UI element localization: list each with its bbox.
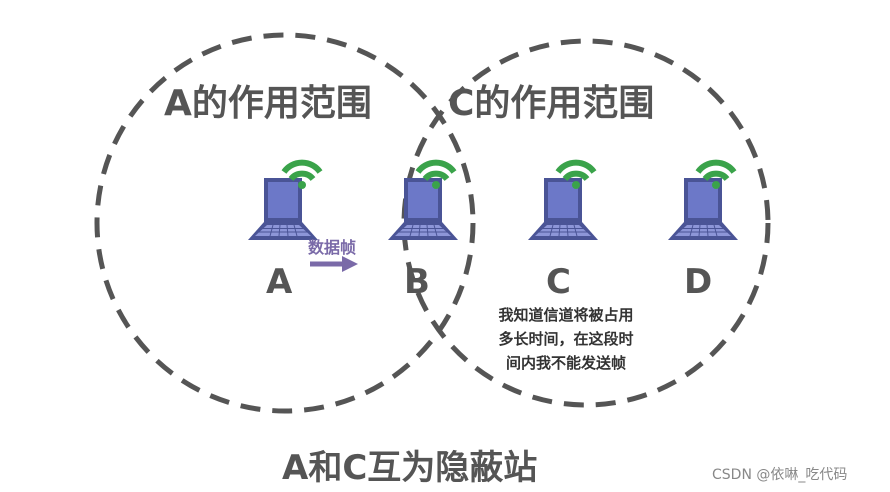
nav-note: 我知道信道将被占用 多长时间，在这段时 间内我不能发送帧 (466, 303, 666, 375)
range-circle-c (401, 38, 771, 408)
data-frame-label: 数据帧 (308, 238, 357, 257)
node-d-icon (667, 163, 739, 241)
range-circle-a (94, 32, 476, 414)
watermark: CSDN @依啉_吃代码 (712, 467, 848, 483)
range-label-a: A的作用范围 (164, 83, 372, 124)
node-label-d: D (684, 262, 713, 302)
node-label-a: A (266, 262, 293, 302)
data-frame-arrow (310, 256, 358, 272)
hidden-station-caption: A和C互为隐蔽站 (282, 448, 538, 488)
node-a-icon (247, 163, 320, 241)
node-label-b: B (404, 262, 430, 302)
nav-note-line-1: 我知道信道将被占用 (498, 306, 634, 324)
node-c-icon (527, 163, 599, 241)
node-label-c: C (546, 262, 571, 302)
node-b-icon (387, 163, 459, 241)
range-label-c: C的作用范围 (448, 83, 655, 124)
nav-note-line-2: 多长时间，在这段时 (498, 330, 634, 348)
nav-note-line-3: 间内我不能发送帧 (505, 354, 626, 372)
